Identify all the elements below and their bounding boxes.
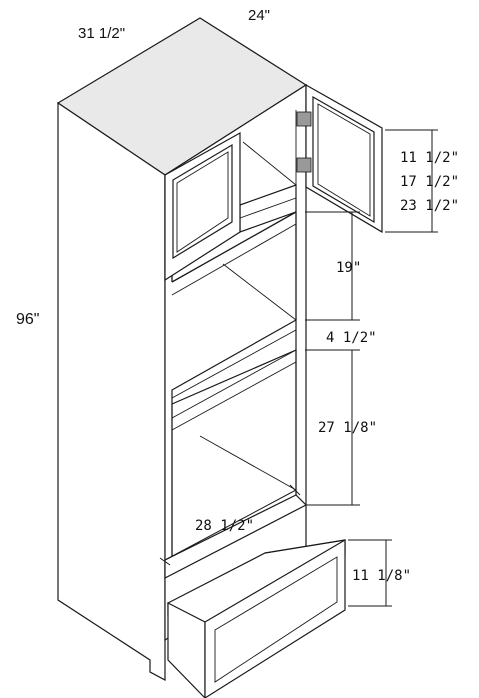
cabinet-left-side xyxy=(57,101,166,681)
depth-label: 31 1/2" xyxy=(78,25,125,42)
hinge-top-icon xyxy=(296,111,312,127)
width-label: 24" xyxy=(248,7,270,24)
drawer-front xyxy=(204,538,346,698)
rail-label: 4 1/2" xyxy=(326,330,377,346)
inner-width-label: 28 1/2" xyxy=(195,518,254,534)
oven-opening-label: 27 1/8" xyxy=(318,420,377,436)
right-door-panel xyxy=(312,95,375,224)
drawer-height-label: 11 1/8" xyxy=(352,568,411,584)
door-height-1-label: 11 1/2" xyxy=(400,150,459,166)
height-label: 96" xyxy=(16,311,39,328)
upper-opening-label: 19" xyxy=(336,260,361,276)
door-height-2-label: 17 1/2" xyxy=(400,174,459,190)
hinge-bottom-icon xyxy=(296,157,312,173)
drawer-side xyxy=(167,602,206,698)
left-door-panel xyxy=(172,143,233,260)
door-height-3-label: 23 1/2" xyxy=(400,198,459,214)
